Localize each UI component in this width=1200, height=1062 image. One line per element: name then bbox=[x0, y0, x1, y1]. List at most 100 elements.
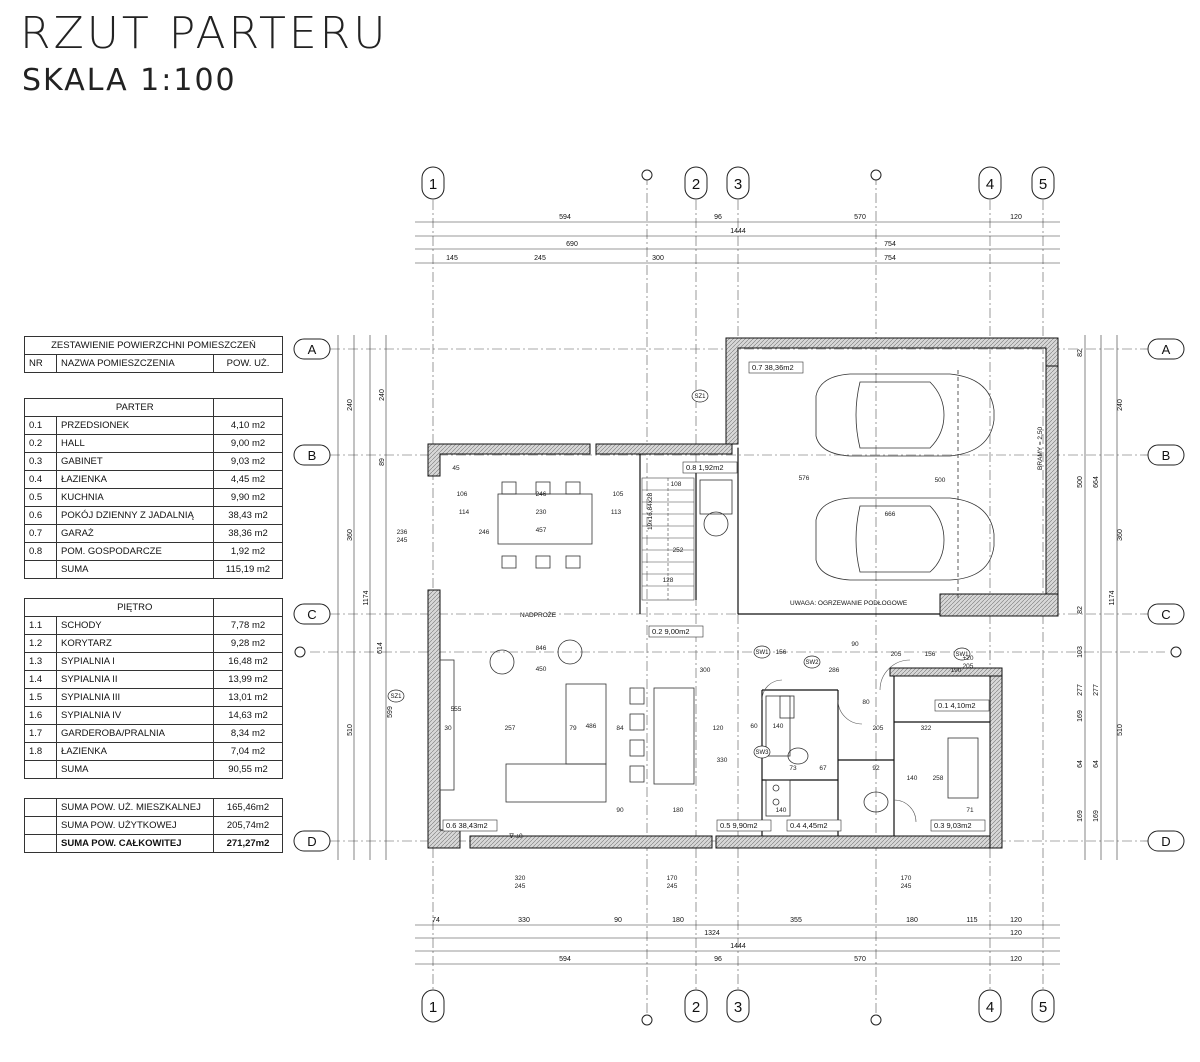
dimension-value: 300 bbox=[652, 255, 664, 262]
interior-dimension: 450 bbox=[536, 666, 547, 673]
window-tag-label: SW3 bbox=[755, 750, 769, 756]
level-mark: ∇ ±0 bbox=[508, 832, 523, 840]
interior-dimension: 500 bbox=[935, 477, 946, 484]
room-label: 0.6 38,43m2 bbox=[446, 821, 488, 830]
section-marker-a bbox=[641, 169, 653, 181]
room-label-box bbox=[442, 819, 498, 832]
toilet bbox=[787, 747, 809, 765]
grid-letter-label: C bbox=[307, 607, 316, 622]
grid-number-label: 4 bbox=[986, 999, 994, 1016]
interior-dimension: 322 bbox=[921, 725, 932, 732]
furniture bbox=[439, 479, 979, 817]
kitchen-island bbox=[653, 687, 695, 785]
dimension-value: 240 bbox=[379, 389, 386, 401]
grid-bubble bbox=[1147, 444, 1185, 466]
interior-dimension: 666 bbox=[885, 511, 896, 518]
cars bbox=[815, 373, 995, 581]
interior-dimension: 156 bbox=[776, 649, 787, 656]
wall-vestibule-north bbox=[889, 667, 1003, 677]
lamp-circle bbox=[489, 649, 515, 675]
level-mark: +20 bbox=[962, 655, 973, 662]
dimension-lines bbox=[337, 221, 1118, 965]
interior-dimension: 79 bbox=[569, 725, 577, 732]
interior-dimension: 60 bbox=[750, 723, 758, 730]
grid-number-label: 3 bbox=[734, 999, 742, 1016]
dimension-value: 120 bbox=[1010, 930, 1022, 937]
grid-bubble bbox=[726, 166, 750, 200]
dimension-value: 754 bbox=[884, 255, 896, 262]
interior-dimension: 140 bbox=[773, 723, 784, 730]
interior-dimension: 114 bbox=[459, 509, 470, 516]
dimension-value: 145 bbox=[446, 255, 458, 262]
total-name: SUMA POW. CAŁKOWITEJ bbox=[56, 834, 214, 853]
dimension-value: 90 bbox=[614, 917, 622, 924]
grid-number-label: 3 bbox=[734, 176, 742, 193]
dimension-value: 277 bbox=[1077, 684, 1084, 696]
room-label-box bbox=[682, 461, 738, 474]
total-area: 271,27m2 bbox=[213, 834, 283, 853]
note-floor-heating: UWAGA: OGRZEWANIE PODŁOGOWE bbox=[790, 600, 908, 607]
tv-cabinet bbox=[439, 659, 455, 791]
dimension-value: 690 bbox=[566, 241, 578, 248]
note-lintel: NADPROŻE bbox=[520, 610, 557, 619]
interior-dimension: 140 bbox=[776, 807, 787, 814]
interior-dimension: 71 bbox=[966, 807, 974, 814]
window-tag bbox=[953, 647, 971, 661]
grid-letter-label: A bbox=[1162, 342, 1171, 357]
dimension-value: 500 bbox=[1077, 476, 1084, 488]
stairs bbox=[641, 477, 695, 601]
wall-garage-east bbox=[1045, 365, 1059, 617]
grid-bubble bbox=[421, 166, 445, 200]
grid-letter-label: B bbox=[308, 448, 317, 463]
dimension-value: 120 bbox=[1010, 917, 1022, 924]
dimension-value: 240 bbox=[1117, 399, 1124, 411]
dimension-value: 360 bbox=[1117, 529, 1124, 541]
window-tag bbox=[753, 745, 771, 759]
stove bbox=[765, 779, 791, 817]
interior-dimension: 180 bbox=[673, 807, 684, 814]
grid-bubble bbox=[684, 166, 708, 200]
lamp-circle bbox=[557, 639, 583, 665]
section-marker-b bbox=[870, 169, 882, 181]
grid-letter-label: C bbox=[1161, 607, 1170, 622]
dimension-value: 614 bbox=[377, 642, 384, 654]
dimension-value: 64 bbox=[1093, 760, 1100, 768]
dimension-value: 120 bbox=[1010, 214, 1022, 221]
level-mark: 245 bbox=[397, 537, 408, 544]
note-gate-height: BRAMY = 2,50 bbox=[1037, 427, 1044, 470]
interior-dimension: 246 bbox=[536, 491, 547, 498]
car-top bbox=[815, 373, 995, 457]
car-bottom bbox=[815, 497, 995, 581]
level-mark: 236 bbox=[397, 529, 408, 536]
dimension-value: 754 bbox=[884, 241, 896, 248]
room-label-box bbox=[716, 819, 772, 832]
interior-dimension: 67 bbox=[819, 765, 827, 772]
room-label-box bbox=[748, 361, 804, 374]
dimension-value: 169 bbox=[1093, 810, 1100, 822]
page-subtitle: SKALA 1:100 bbox=[22, 63, 237, 98]
dimension-value: 355 bbox=[790, 917, 802, 924]
area-table-header: ZESTAWIENIE POWIERZCHNI POMIESZCZEŃ NR N… bbox=[24, 336, 283, 373]
note-stairs: 19x16,84x28 bbox=[647, 492, 654, 530]
doors bbox=[761, 659, 917, 823]
grid-number-label: 2 bbox=[692, 176, 700, 193]
interior-dimension: 30 bbox=[444, 725, 452, 732]
section-marker-c bbox=[1170, 646, 1182, 658]
grid-bubble bbox=[978, 166, 1002, 200]
page-title: RZUT PARTERU bbox=[20, 8, 389, 59]
dimension-value: 277 bbox=[1093, 684, 1100, 696]
room-label: 0.3 9,03m2 bbox=[934, 821, 972, 830]
dimension-value: 115 bbox=[966, 917, 977, 924]
wall-south-west bbox=[469, 835, 713, 849]
dimension-value: 82 bbox=[1077, 349, 1084, 357]
section-marker-a bbox=[641, 1014, 653, 1026]
interior-dimension: 128 bbox=[663, 577, 674, 584]
interior-dimension: 257 bbox=[505, 725, 516, 732]
dimension-value: 240 bbox=[347, 399, 354, 411]
